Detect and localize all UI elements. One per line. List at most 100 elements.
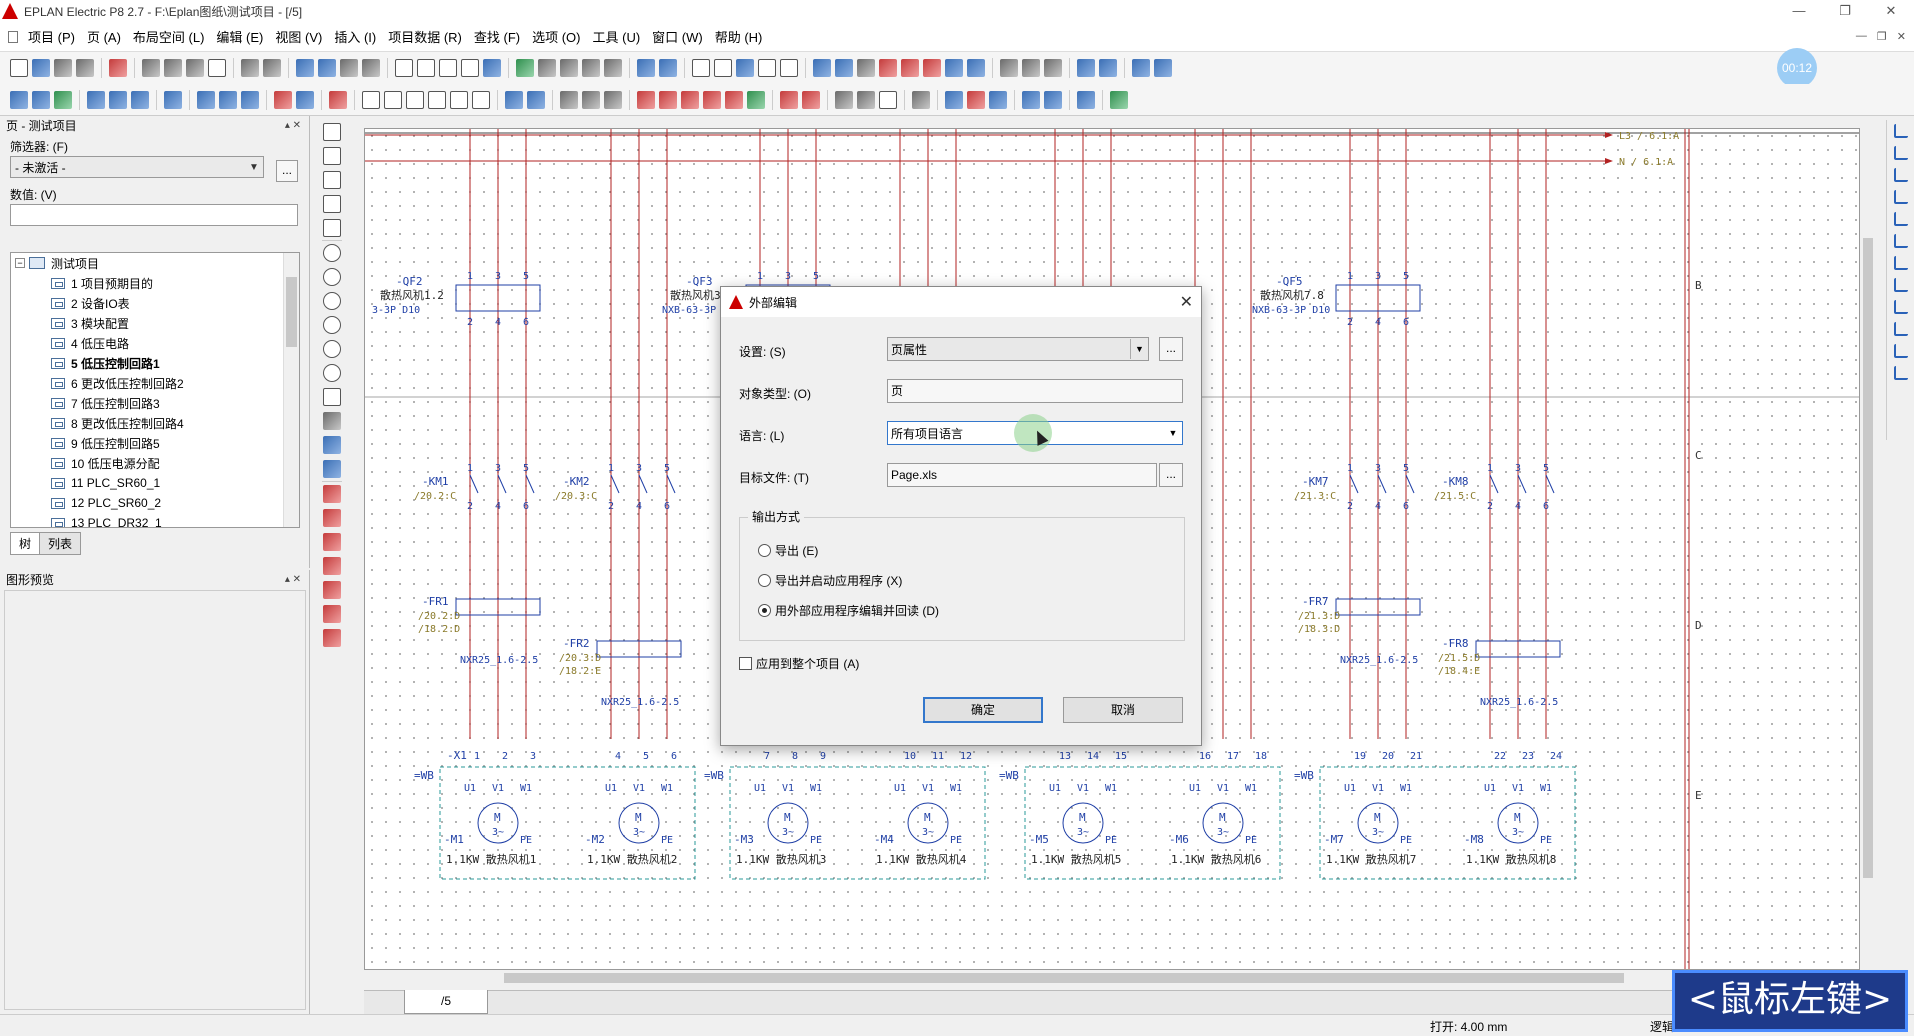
tree-scroll-thumb[interactable] [286, 277, 297, 347]
device-f-icon[interactable] [472, 90, 490, 109]
zoom-window-icon[interactable] [538, 59, 556, 77]
polygon-icon[interactable] [323, 171, 341, 189]
radio-export-launch[interactable]: 导出并启动应用程序 (X) [758, 572, 902, 589]
grid-b-icon[interactable] [714, 59, 732, 77]
wire-c-icon[interactable] [989, 90, 1007, 109]
tee-up-icon[interactable] [1893, 234, 1908, 248]
dimension-d-icon[interactable] [323, 557, 341, 575]
page-navigator-icon[interactable] [395, 59, 413, 77]
tree-scrollbar[interactable] [283, 253, 299, 527]
grid-e-icon[interactable] [780, 59, 798, 77]
layer-manage-icon[interactable] [967, 59, 985, 77]
value-input[interactable] [10, 204, 298, 226]
tree-page-item[interactable]: 7 低压控制回路3 [11, 393, 299, 413]
cable-e-icon[interactable] [725, 90, 743, 109]
new-project-icon[interactable] [10, 59, 28, 77]
dimension-b-icon[interactable] [323, 509, 341, 527]
open-project-icon[interactable] [32, 59, 50, 77]
menu-edit[interactable]: 编辑 (E) [216, 30, 264, 45]
settings-select[interactable]: 页属性 ▼ [887, 337, 1149, 361]
menu-help[interactable]: 帮助 (H) [714, 30, 763, 45]
hatch-c-icon[interactable] [879, 90, 897, 109]
hatch-b-icon[interactable] [857, 90, 875, 109]
tree-page-item[interactable]: 1 项目预期目的 [11, 273, 299, 293]
flag-red-icon[interactable] [274, 90, 292, 109]
circle-3pt-icon[interactable] [323, 268, 341, 286]
format-eraser-icon[interactable] [263, 59, 281, 77]
measure-icon[interactable] [912, 90, 930, 109]
dimension-c-icon[interactable] [323, 533, 341, 551]
radio-export[interactable]: 导出 (E) [758, 542, 818, 559]
connection-b-icon[interactable] [802, 90, 820, 109]
wire-a-icon[interactable] [945, 90, 963, 109]
grid-a-icon[interactable] [692, 59, 710, 77]
circle-icon[interactable] [323, 244, 341, 262]
tee-right-icon[interactable] [1893, 256, 1908, 270]
close-icon[interactable]: ✕ [1179, 294, 1193, 311]
canvas-horizontal-scrollbar[interactable] [364, 970, 1860, 986]
break-point-icon[interactable] [1893, 344, 1908, 358]
zoom-fit-icon[interactable] [604, 59, 622, 77]
cut-icon[interactable] [142, 59, 160, 77]
redo-list-icon[interactable] [362, 59, 380, 77]
check-icon[interactable] [439, 59, 457, 77]
tree-page-item[interactable]: 3 模块配置 [11, 313, 299, 333]
cable-c-icon[interactable] [681, 90, 699, 109]
page-tab-5[interactable]: /5 [404, 990, 488, 1014]
symbol-b-icon[interactable] [32, 90, 50, 109]
cable-f-icon[interactable] [747, 90, 765, 109]
panel-pin-close-icon[interactable]: ▴ ✕ [284, 119, 301, 131]
potential-b-icon[interactable] [109, 90, 127, 109]
redo-icon[interactable] [340, 59, 358, 77]
tree-page-item[interactable]: 9 低压控制回路5 [11, 433, 299, 453]
menu-view[interactable]: 视图 (V) [275, 30, 323, 45]
hatch-a-icon[interactable] [835, 90, 853, 109]
collapse-icon[interactable]: − [15, 258, 25, 268]
fit-area-icon[interactable] [1099, 59, 1117, 77]
macro-a-icon[interactable] [505, 90, 523, 109]
potential-a-icon[interactable] [87, 90, 105, 109]
terminal-a-icon[interactable] [560, 90, 578, 109]
maximize-button[interactable]: ❐ [1839, 3, 1851, 18]
filter-more-button[interactable]: ... [276, 160, 298, 182]
menu-project[interactable]: 项目 (P) [28, 30, 75, 45]
text-cursor-icon[interactable] [1154, 59, 1172, 77]
horizontal-scroll-thumb[interactable] [504, 973, 1624, 983]
image-icon[interactable] [323, 436, 341, 454]
target-file-browse-button[interactable]: ... [1159, 463, 1183, 487]
dimension-e-icon[interactable] [323, 581, 341, 599]
corner-right-up-icon[interactable] [1893, 168, 1908, 182]
cross-icon[interactable] [1893, 300, 1908, 314]
macro-b-icon[interactable] [527, 90, 545, 109]
tree-page-item[interactable]: 4 低压电路 [11, 333, 299, 353]
rectangle-icon[interactable] [323, 195, 341, 213]
device-c-icon[interactable] [406, 90, 424, 109]
back-icon[interactable] [637, 59, 655, 77]
tree-page-item[interactable]: 6 更改低压控制回路2 [11, 373, 299, 393]
terminal-c-icon[interactable] [604, 90, 622, 109]
diagonal-icon[interactable] [1893, 366, 1908, 380]
ellipse-icon[interactable] [323, 364, 341, 382]
tree-root[interactable]: − 测试项目 [11, 253, 299, 273]
object-type-field[interactable]: 页 [887, 379, 1183, 403]
tab-tree[interactable]: 树 [10, 532, 41, 555]
cart-icon[interactable] [1132, 59, 1150, 77]
bus-icon[interactable] [164, 90, 182, 109]
wire-b-icon[interactable] [967, 90, 985, 109]
menu-page[interactable]: 页 (A) [86, 30, 121, 45]
wrench-icon[interactable] [109, 59, 127, 77]
device-b-icon[interactable] [384, 90, 402, 109]
table-icon[interactable] [461, 59, 479, 77]
device-e-icon[interactable] [450, 90, 468, 109]
panel-pin-close-icon[interactable]: ▴ ✕ [284, 573, 301, 585]
undo-icon[interactable] [296, 59, 314, 77]
target-file-input[interactable]: Page.xls [887, 463, 1157, 487]
tree-page-item[interactable]: 8 更改低压控制回路4 [11, 413, 299, 433]
text-icon[interactable] [323, 412, 341, 430]
terminal-b-icon[interactable] [582, 90, 600, 109]
canvas-vertical-scrollbar[interactable] [1860, 128, 1876, 970]
dimension-f-icon[interactable] [323, 605, 341, 623]
cable-d-icon[interactable] [703, 90, 721, 109]
corner-left-down-icon[interactable] [1893, 146, 1908, 160]
intersection-icon[interactable] [901, 59, 919, 77]
